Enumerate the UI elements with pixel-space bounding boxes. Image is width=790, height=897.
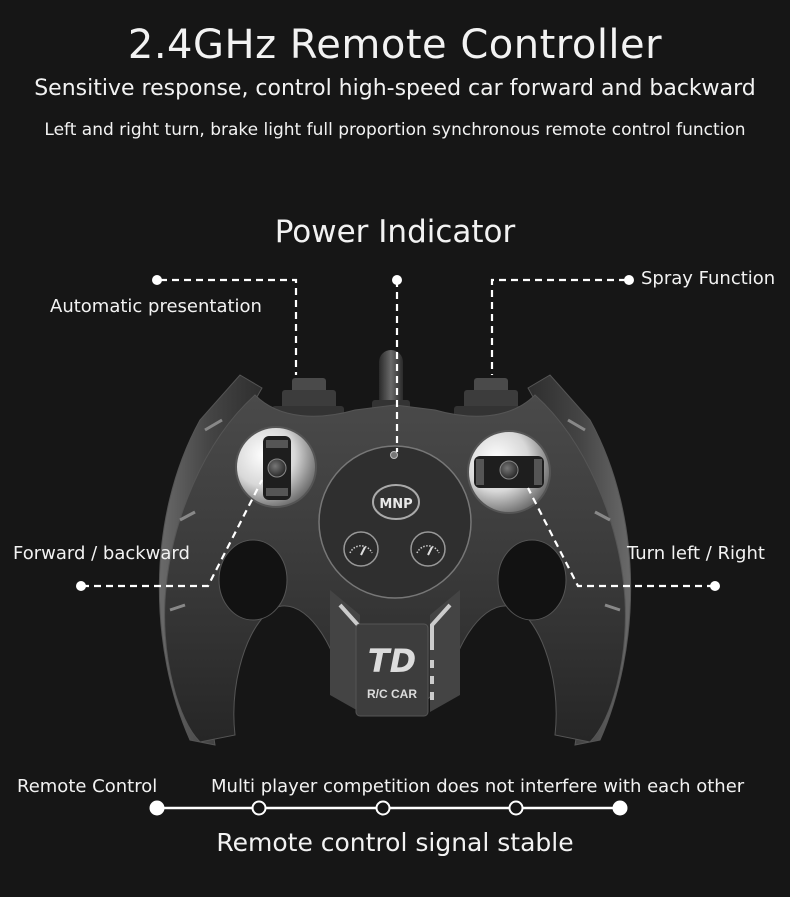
- subtitle-secondary: Left and right turn, brake light full pr…: [44, 120, 746, 140]
- rc-car-caption: R/C CAR: [367, 687, 417, 701]
- brand-panel: TD R/C CAR: [330, 590, 460, 717]
- timeline-node: [251, 800, 267, 816]
- callout-lines: [82, 278, 714, 588]
- right-gauge-icon: [410, 531, 446, 567]
- subtitle: Sensitive response, control high-speed c…: [34, 76, 756, 101]
- timeline-node: [375, 800, 391, 816]
- callout-dots: [76, 275, 720, 591]
- timeline-node-end: [612, 800, 628, 816]
- center-dial: MNP: [318, 445, 472, 599]
- signal-timeline: [149, 800, 628, 816]
- mnp-logo-badge: [372, 484, 420, 520]
- timeline-node: [508, 800, 524, 816]
- td-logo: TD: [368, 642, 416, 680]
- signal-stable-title: Remote control signal stable: [216, 828, 574, 857]
- timeline-node-start: [149, 800, 165, 816]
- antenna: [372, 350, 410, 414]
- turn-left-right-label: Turn left / Right: [627, 543, 765, 564]
- power-indicator-led: [390, 451, 398, 459]
- power-indicator-label: Power Indicator: [274, 214, 516, 250]
- multi-player-label: Multi player competition does not interf…: [211, 776, 745, 797]
- remote-control-label: Remote Control: [17, 776, 158, 797]
- mnp-logo: MNP: [379, 497, 412, 512]
- left-gauge-icon: [343, 531, 379, 567]
- forward-backward-label: Forward / backward: [13, 543, 190, 564]
- spray-function-label: Spray Function: [641, 268, 776, 289]
- automatic-presentation-label: Automatic presentation: [50, 296, 262, 317]
- forward-backward-stick[interactable]: [235, 426, 317, 508]
- page-title: 2.4GHz Remote Controller: [127, 22, 663, 68]
- turn-left-right-stick[interactable]: [467, 430, 551, 514]
